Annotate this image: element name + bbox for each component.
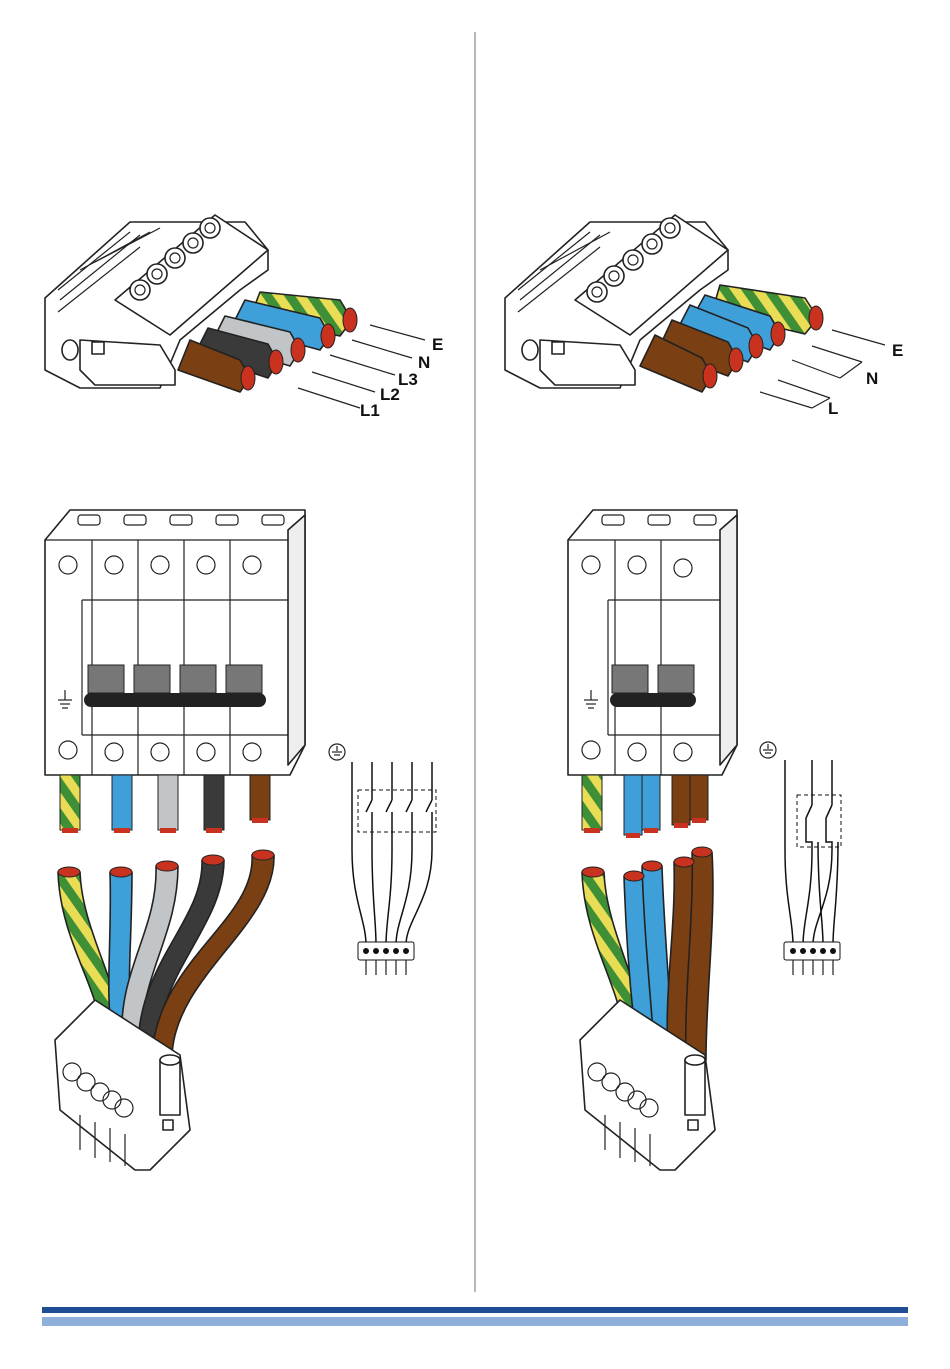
breaker-bar [610,693,696,707]
footer-rule-dark [42,1307,908,1313]
right-label-e: E [892,341,903,360]
left-label-l2: L2 [380,385,400,404]
right-switch-schematic [760,742,841,975]
left-connector-top: E N L3 L2 L1 [45,215,443,420]
footer-rule-light [42,1317,908,1326]
left-label-e: E [432,335,443,354]
left-label-l1: L1 [360,401,380,420]
breaker-bar [84,693,266,707]
ground-symbol-icon [760,742,776,758]
right-label-l: L [828,399,838,418]
connector-plug-icon [784,942,840,975]
left-label-l3: L3 [398,370,418,389]
left-switch-schematic [329,744,436,975]
left-label-n: N [418,353,430,372]
connector-plug-icon [358,942,414,975]
ground-symbol-icon [329,744,345,760]
right-label-n: N [866,369,878,388]
right-connector-top: E N L [505,215,903,418]
right-circuit-breaker [568,510,737,838]
left-circuit-breaker [45,510,305,833]
